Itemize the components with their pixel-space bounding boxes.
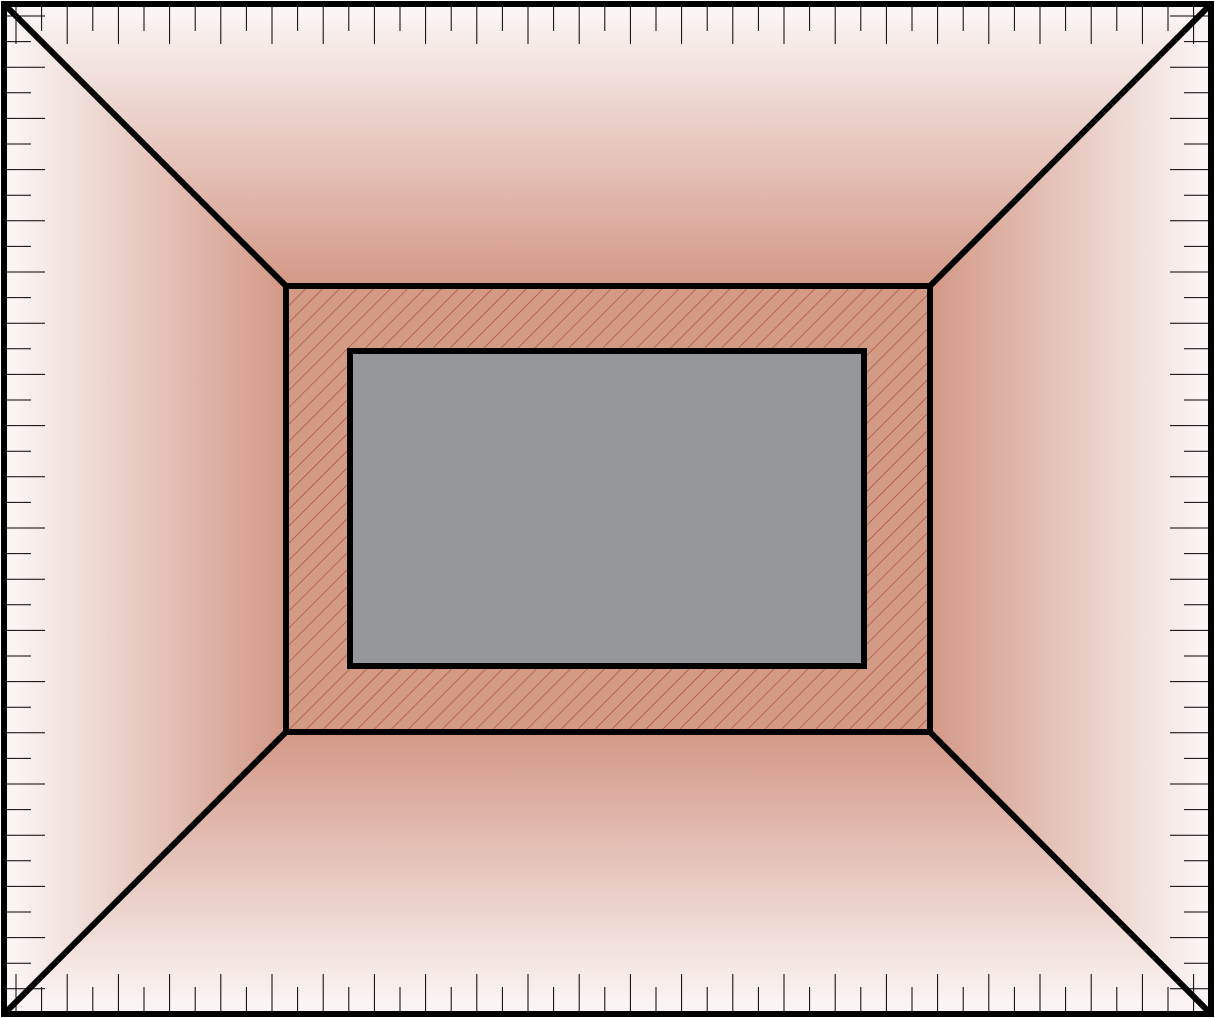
- wall-top: [6, 6, 1209, 286]
- wall-bottom: [6, 732, 1209, 1012]
- ledge-outer-edge: [283, 283, 933, 735]
- ruler-ticks: [7, 7, 1208, 1011]
- floor-edge: [347, 348, 867, 669]
- corner-edge-top-left: [3, 3, 289, 289]
- corner-edge-bottom-left: [3, 729, 289, 1015]
- wall-left: [6, 6, 286, 1012]
- edge-lines: [3, 3, 1212, 1015]
- pit-floor: [350, 351, 864, 666]
- corner-edge-top-right: [927, 3, 1212, 289]
- corner-edge-bottom-right: [927, 729, 1212, 1015]
- wall-right: [930, 6, 1209, 1012]
- hatched-ledge: [286, 286, 930, 732]
